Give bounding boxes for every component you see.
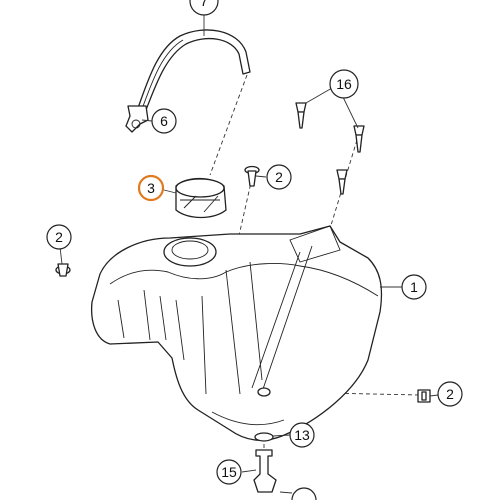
callout-2-left: 2 <box>46 224 72 250</box>
fuel-cap <box>175 177 227 219</box>
callout-3-label: 3 <box>147 180 155 196</box>
callout-2-right: 2 <box>437 381 463 407</box>
callout-2-top: 2 <box>266 164 292 190</box>
screw-2-top <box>244 165 260 187</box>
callout-2-left-label: 2 <box>55 229 63 245</box>
callout-13: 13 <box>289 422 315 448</box>
callout-6: 6 <box>151 108 177 134</box>
callout-15: 15 <box>216 459 242 485</box>
callout-13-label: 13 <box>294 427 310 443</box>
callout-16: 16 <box>329 69 359 99</box>
fuel-fitting-15 <box>253 449 277 493</box>
callout-2-right-label: 2 <box>446 386 454 402</box>
callout-3: 3 <box>137 174 165 202</box>
grommet-left <box>55 263 71 277</box>
leader-lines <box>59 14 439 494</box>
callout-1-label: 1 <box>410 279 418 295</box>
callout-15-label: 15 <box>221 464 237 480</box>
fuel-hose <box>137 29 251 111</box>
callout-7-label: 7 <box>200 0 208 9</box>
screw-16-lower <box>336 169 348 195</box>
callout-6-label: 6 <box>160 113 168 129</box>
callout-1: 1 <box>401 274 427 300</box>
fuel-tank <box>90 225 383 441</box>
screw-16-right <box>353 125 365 153</box>
screw-16-left <box>295 102 307 129</box>
o-ring-13 <box>254 432 274 442</box>
callout-2-top-label: 2 <box>275 169 283 185</box>
screw-2-right <box>417 389 431 403</box>
callout-partial-bottom <box>291 487 317 500</box>
hose-clamp <box>125 105 149 133</box>
assembly-line-hose <box>209 74 248 176</box>
callout-7: 7 <box>189 0 219 16</box>
assembly-line-screw-2-top <box>237 177 253 241</box>
callout-16-label: 16 <box>336 76 352 92</box>
